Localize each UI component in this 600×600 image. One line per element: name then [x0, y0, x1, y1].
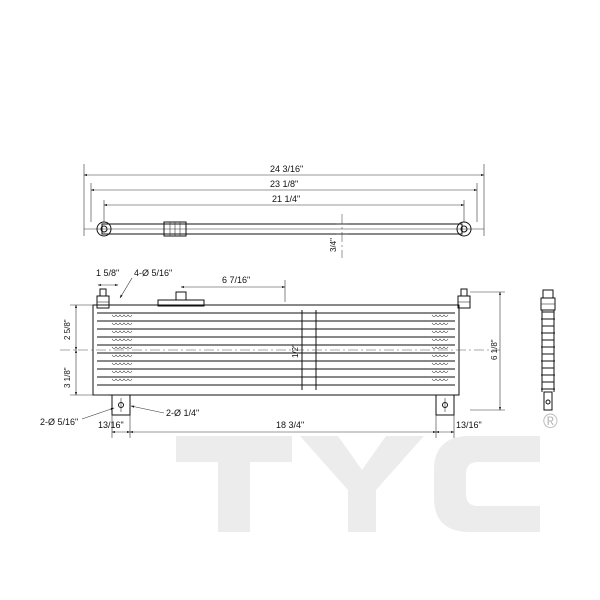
dim-fitting-offset: 1 5/8": [96, 268, 119, 278]
side-bracket: [543, 391, 553, 411]
dim-right-bracket: 13/16": [456, 420, 482, 430]
top-view: 24 3/16" 23 1/8" 21 1/4" 3/4": [83, 164, 485, 258]
right-bracket: [435, 394, 455, 416]
right-fitting: [457, 288, 471, 309]
registered-mark: ®: [543, 411, 558, 433]
tyc-watermark: ®: [176, 411, 558, 532]
fin-texture-right: [431, 314, 449, 381]
dim-left-bracket: 13/16": [98, 420, 124, 430]
top-left-fitting: [96, 221, 112, 237]
left-bracket: [111, 394, 131, 416]
dim-bracket-hole: 2-Ø 5/16": [40, 417, 78, 427]
dim-top-height: 3/4": [329, 238, 338, 252]
left-fitting: [96, 288, 110, 309]
dim-left-height-lower: 3 1/8": [63, 367, 72, 388]
top-right-fitting: [456, 221, 472, 237]
dim-bracket-span: 18 3/4": [276, 420, 304, 430]
fin-texture-left: [111, 314, 133, 381]
dim-mid-height: 1/2": [291, 344, 300, 358]
dim-hole-spec: 4-Ø 5/16": [134, 268, 172, 278]
core-tubes: [97, 312, 455, 386]
dim-core-span: 21 1/4": [272, 194, 300, 204]
dim-overall-height: 6 1/8": [490, 339, 499, 360]
dim-inlet-offset: 6 7/16": [222, 275, 250, 285]
dim-overall-length: 24 3/16": [270, 164, 303, 174]
dim-mount-span: 23 1/8": [270, 179, 298, 189]
dim-left-height-upper: 2 5/8": [63, 319, 72, 340]
front-view: 1 5/8" 4-Ø 5/16" 6 7/16": [40, 268, 505, 438]
side-view: [540, 289, 556, 411]
side-fitting-top: [542, 289, 554, 299]
dim-slot-spec: 2-Ø 1/4": [166, 408, 199, 418]
